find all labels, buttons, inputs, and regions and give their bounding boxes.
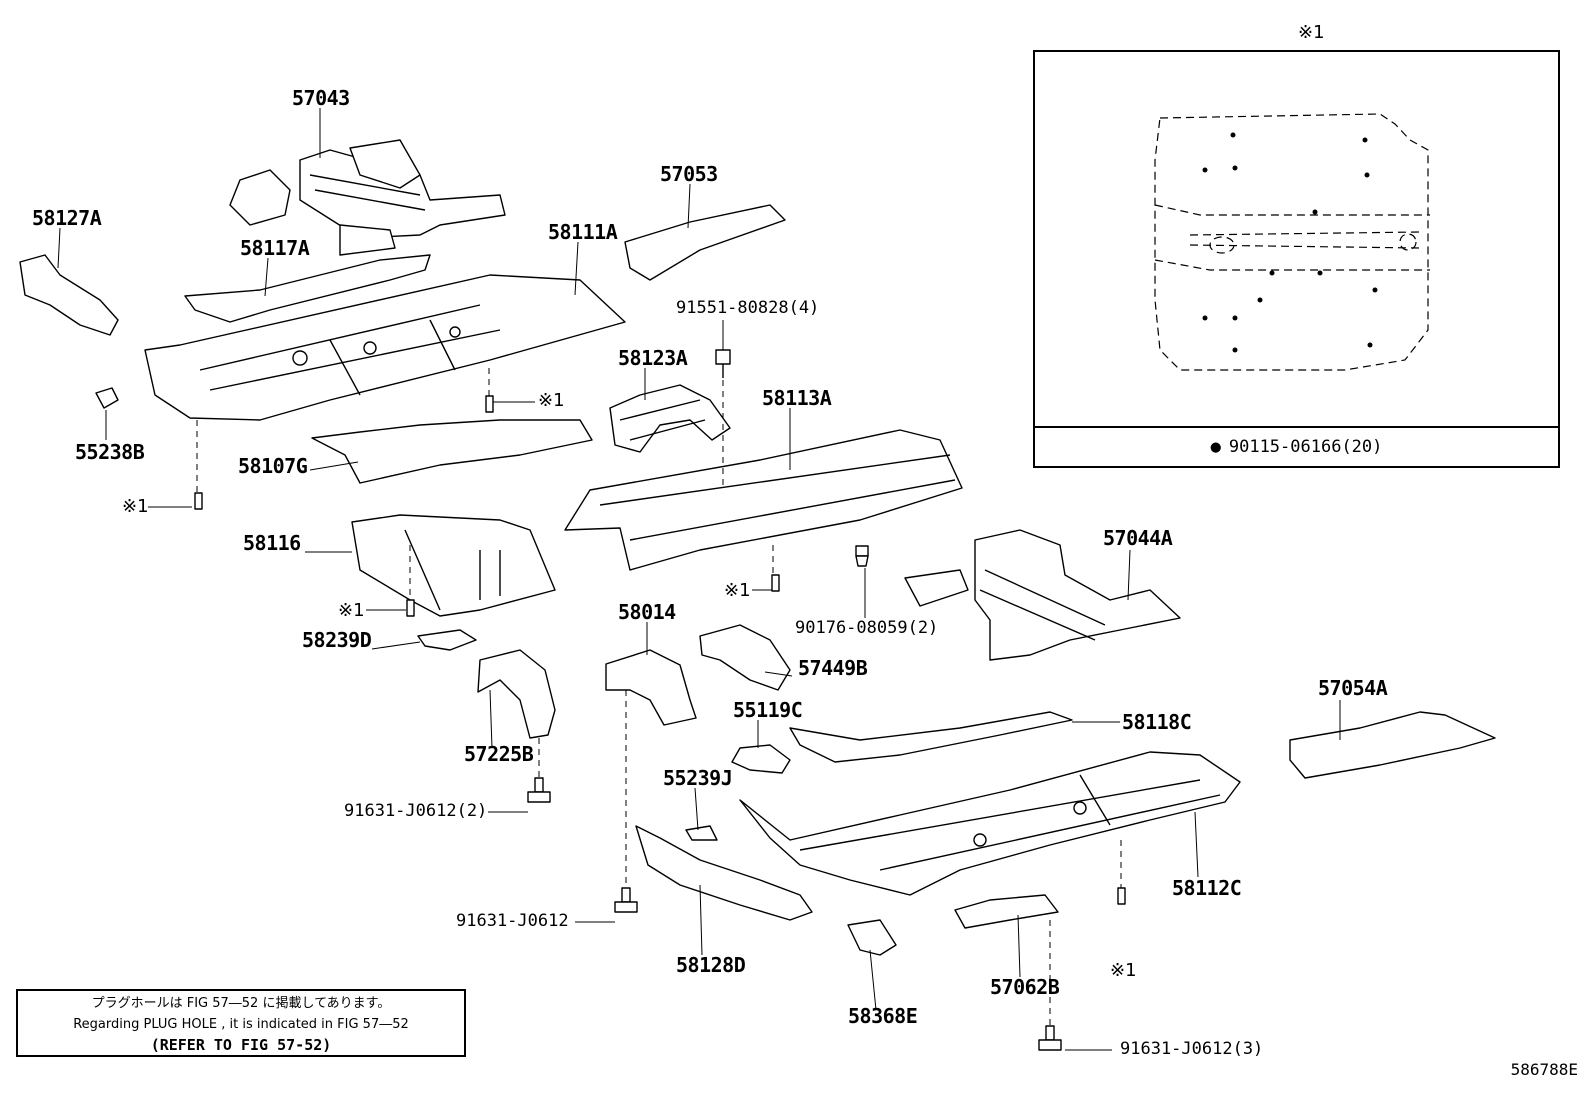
ref-mark: ※1 — [122, 496, 149, 517]
label-91551[interactable]: 91551-80828(4) — [676, 298, 820, 318]
bolt-91631-2[interactable] — [527, 777, 551, 803]
label-58239D[interactable]: 58239D — [302, 628, 372, 652]
label-58368E[interactable]: 58368E — [848, 1004, 918, 1028]
label-58107G[interactable]: 58107G — [238, 454, 308, 478]
inset-floor-outline — [1154, 113, 1430, 371]
part-57225B[interactable] — [477, 649, 556, 739]
bolt-91631-1[interactable] — [614, 887, 638, 913]
screw-ref1-a[interactable] — [194, 492, 203, 510]
part-58123A[interactable] — [609, 384, 731, 453]
label-55239J[interactable]: 55239J — [663, 766, 733, 790]
label-58123A[interactable]: 58123A — [618, 346, 688, 370]
part-57053[interactable] — [624, 204, 786, 281]
inset-part-number[interactable]: 90115-06166(20) — [1228, 437, 1383, 457]
label-57062B[interactable]: 57062B — [990, 975, 1060, 999]
label-58014[interactable]: 58014 — [618, 600, 676, 624]
ref-mark: ※1 — [1110, 960, 1137, 981]
part-55119C[interactable] — [731, 744, 791, 774]
part-57044A[interactable] — [904, 529, 1181, 661]
part-58111A[interactable] — [144, 274, 626, 421]
label-58116[interactable]: 58116 — [243, 531, 301, 555]
part-57062B[interactable] — [954, 894, 1059, 929]
part-58117A[interactable] — [184, 254, 431, 323]
label-57449B[interactable]: 57449B — [798, 656, 868, 680]
label-57043[interactable]: 57043 — [292, 86, 350, 110]
label-90176[interactable]: 90176-08059(2) — [795, 618, 939, 638]
bullet-icon: ● — [1210, 437, 1221, 457]
label-58118C[interactable]: 58118C — [1122, 710, 1192, 734]
part-58368E[interactable] — [847, 919, 897, 956]
label-91631-J0612-3[interactable]: 91631-J0612(3) — [1120, 1039, 1264, 1059]
label-55238B[interactable]: 55238B — [75, 440, 145, 464]
label-57225B[interactable]: 57225B — [464, 742, 534, 766]
part-58127A[interactable] — [19, 254, 119, 336]
part-57054A[interactable] — [1289, 711, 1496, 779]
part-57043[interactable] — [229, 139, 506, 256]
label-58113A[interactable]: 58113A — [762, 386, 832, 410]
plug-hole-note: プラグホールは FIG 57―52 に掲載してあります。 Regarding P… — [16, 989, 466, 1057]
part-55239J[interactable] — [685, 825, 718, 841]
ref-mark: ※1 — [338, 600, 365, 621]
label-55119C[interactable]: 55119C — [733, 698, 803, 722]
bolt-91551[interactable] — [715, 349, 731, 378]
part-58118C[interactable] — [789, 711, 1073, 763]
ref-mark: ※1 — [724, 580, 751, 601]
note-line-jp: プラグホールは FIG 57―52 に掲載してあります。 — [91, 996, 391, 1011]
screw-ref1-c[interactable] — [771, 574, 780, 592]
inset-mark: ※1 — [1298, 22, 1325, 43]
label-57044A[interactable]: 57044A — [1103, 526, 1173, 550]
part-58112C[interactable] — [739, 751, 1241, 896]
label-57054A[interactable]: 57054A — [1318, 676, 1388, 700]
label-57053[interactable]: 57053 — [660, 162, 718, 186]
part-58107G[interactable] — [311, 419, 593, 484]
label-91631-J0612[interactable]: 91631-J0612 — [456, 911, 569, 931]
bolt-91631-3[interactable] — [1038, 1025, 1062, 1051]
part-58014[interactable] — [605, 649, 697, 726]
inset-bolt-dots — [1202, 132, 1378, 353]
leader-lines — [57, 108, 1341, 1051]
inset-footer: ● 90115-06166(20) — [1035, 426, 1558, 466]
part-58128D[interactable] — [635, 825, 813, 921]
part-58116[interactable] — [351, 514, 556, 617]
part-55238B[interactable] — [95, 387, 119, 409]
screw-ref1-b[interactable] — [485, 395, 494, 413]
label-58127A[interactable]: 58127A — [32, 206, 102, 230]
note-line-en: Regarding PLUG HOLE , it is indicated in… — [73, 1017, 409, 1032]
screw-ref1-d[interactable] — [406, 599, 415, 617]
figure-id: 586788E — [1510, 1060, 1578, 1079]
note-refer-link[interactable]: (REFER TO FIG 57-52) — [150, 1036, 332, 1054]
ref-mark: ※1 — [538, 390, 565, 411]
part-57449B[interactable] — [699, 624, 791, 691]
label-58117A[interactable]: 58117A — [240, 236, 310, 260]
part-58113A[interactable] — [564, 429, 963, 571]
label-91631-J0612-2[interactable]: 91631-J0612(2) — [344, 801, 488, 821]
inset-panel: ● 90115-06166(20) — [1033, 50, 1560, 468]
clip-90176[interactable] — [855, 545, 869, 567]
label-58128D[interactable]: 58128D — [676, 953, 746, 977]
label-58111A[interactable]: 58111A — [548, 220, 618, 244]
screw-ref1-e[interactable] — [1117, 887, 1126, 905]
part-58239D[interactable] — [417, 629, 477, 651]
label-58112C[interactable]: 58112C — [1172, 876, 1242, 900]
